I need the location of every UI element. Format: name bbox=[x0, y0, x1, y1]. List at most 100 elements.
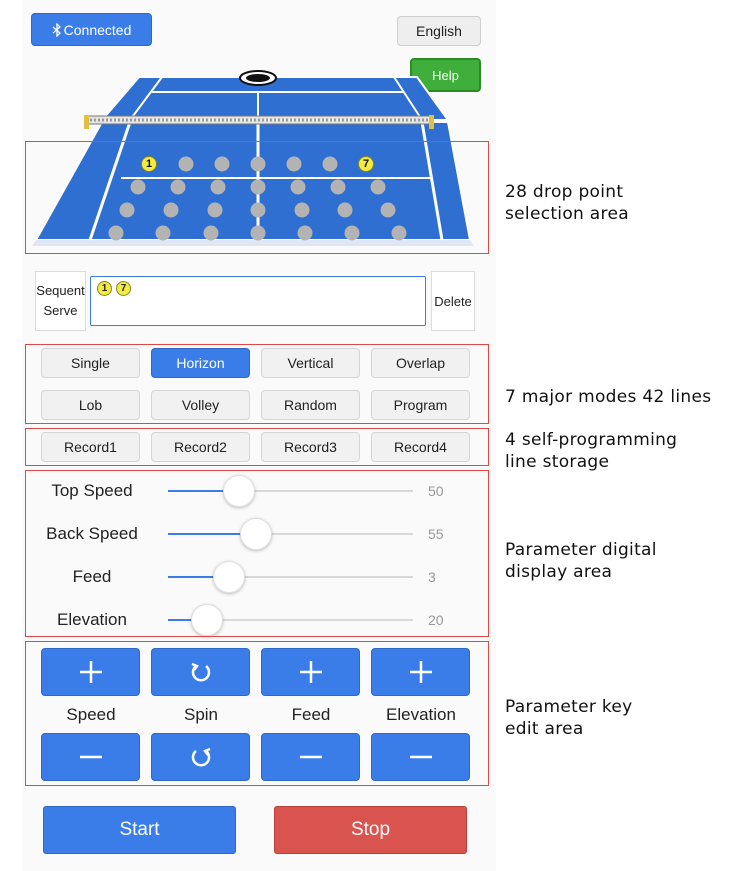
plus-icon bbox=[299, 661, 322, 683]
start-button[interactable]: Start bbox=[43, 806, 236, 854]
back-speed-value: 55 bbox=[428, 526, 444, 542]
drop-point[interactable] bbox=[290, 179, 306, 195]
drop-point[interactable] bbox=[380, 202, 396, 218]
drop-point[interactable] bbox=[370, 179, 386, 195]
drop-point[interactable] bbox=[322, 156, 338, 172]
drop-point[interactable] bbox=[297, 225, 313, 241]
stop-button[interactable]: Stop bbox=[274, 806, 467, 854]
elevation-slider[interactable] bbox=[168, 604, 413, 636]
slider-fill bbox=[168, 619, 208, 621]
drop-point[interactable] bbox=[108, 225, 124, 241]
drop-point[interactable] bbox=[250, 202, 266, 218]
param-display-annotation-box bbox=[25, 470, 489, 637]
drop-point[interactable] bbox=[294, 202, 310, 218]
slider-thumb[interactable] bbox=[240, 518, 273, 550]
mode-program-button[interactable]: Program bbox=[371, 390, 470, 420]
sequence-chip: 1 bbox=[97, 281, 112, 296]
minus-icon bbox=[409, 755, 432, 759]
slider-fill bbox=[168, 533, 257, 535]
drop-point[interactable] bbox=[337, 202, 353, 218]
annotation-line: 7 major modes 42 lines bbox=[505, 387, 712, 407]
back-speed-slider[interactable] bbox=[168, 518, 413, 550]
mode-random-button[interactable]: Random bbox=[261, 390, 360, 420]
mode-horizon-button[interactable]: Horizon bbox=[151, 348, 250, 378]
param-keys-annotation-box bbox=[25, 641, 489, 786]
rotate-clockwise-icon bbox=[191, 662, 210, 682]
annotation-line: 4 self-programming bbox=[505, 430, 678, 450]
spin-minus-button[interactable] bbox=[151, 733, 250, 781]
sequent-serve-label[interactable]: Sequent Serve bbox=[35, 271, 86, 331]
drop-point-1[interactable]: 1 bbox=[141, 156, 157, 172]
param-keys-annotation: Parameter key edit area bbox=[505, 696, 633, 740]
mode-vertical-button[interactable]: Vertical bbox=[261, 348, 360, 378]
drop-point[interactable] bbox=[391, 225, 407, 241]
record3-button[interactable]: Record3 bbox=[261, 432, 360, 462]
drop-point[interactable] bbox=[130, 179, 146, 195]
elevation-plus-button[interactable] bbox=[371, 648, 470, 696]
top-speed-slider[interactable] bbox=[168, 475, 413, 507]
mode-volley-button[interactable]: Volley bbox=[151, 390, 250, 420]
drop-point[interactable] bbox=[119, 202, 135, 218]
annotation-line: display area bbox=[505, 562, 613, 582]
drop-point[interactable] bbox=[170, 179, 186, 195]
drop-point[interactable] bbox=[250, 156, 266, 172]
sequence-display[interactable]: 1 7 bbox=[90, 276, 426, 326]
mode-lob-button[interactable]: Lob bbox=[41, 390, 140, 420]
drop-point-7[interactable]: 7 bbox=[358, 156, 374, 172]
plus-icon bbox=[409, 661, 432, 683]
annotation-line: 28 drop point bbox=[505, 182, 624, 202]
delete-button[interactable]: Delete bbox=[431, 271, 475, 331]
param-display-annotation: Parameter digital display area bbox=[505, 539, 657, 583]
feed-label: Feed bbox=[72, 567, 112, 586]
elevation-value: 20 bbox=[428, 612, 444, 628]
bluetooth-icon bbox=[52, 22, 61, 37]
elevation-minus-button[interactable] bbox=[371, 733, 470, 781]
drop-point[interactable] bbox=[163, 202, 179, 218]
slider-thumb[interactable] bbox=[213, 561, 246, 593]
feed-key-label: Feed bbox=[291, 705, 331, 724]
drop-point[interactable] bbox=[203, 225, 219, 241]
drop-area-annotation: 28 drop point selection area bbox=[505, 181, 629, 225]
record2-button[interactable]: Record2 bbox=[151, 432, 250, 462]
minus-icon bbox=[299, 755, 322, 759]
language-button[interactable]: English bbox=[397, 16, 481, 46]
drop-point[interactable] bbox=[250, 179, 266, 195]
drop-point[interactable] bbox=[178, 156, 194, 172]
speed-plus-button[interactable] bbox=[41, 648, 140, 696]
drop-point[interactable] bbox=[330, 179, 346, 195]
slider-fill bbox=[168, 490, 240, 492]
feed-slider[interactable] bbox=[168, 561, 413, 593]
record-annotation-box bbox=[25, 428, 489, 466]
slider-thumb[interactable] bbox=[223, 475, 256, 507]
feed-plus-button[interactable] bbox=[261, 648, 360, 696]
feed-minus-button[interactable] bbox=[261, 733, 360, 781]
drop-point[interactable] bbox=[207, 202, 223, 218]
modes-annotation: 7 major modes 42 lines bbox=[505, 386, 711, 408]
elevation-label: Elevation bbox=[57, 610, 127, 629]
record1-button[interactable]: Record1 bbox=[41, 432, 140, 462]
elevation-key-label: Elevation bbox=[386, 705, 456, 724]
spin-plus-button[interactable] bbox=[151, 648, 250, 696]
tennis-court: 1 7 bbox=[22, 60, 496, 260]
slider-thumb[interactable] bbox=[191, 604, 224, 636]
modes-annotation-box bbox=[25, 344, 489, 424]
connected-button[interactable]: Connected bbox=[31, 13, 152, 46]
plus-icon bbox=[79, 661, 102, 683]
top-speed-value: 50 bbox=[428, 483, 444, 499]
mode-overlap-button[interactable]: Overlap bbox=[371, 348, 470, 378]
back-speed-label: Back Speed bbox=[46, 524, 138, 543]
drop-point[interactable] bbox=[210, 179, 226, 195]
drop-point[interactable] bbox=[286, 156, 302, 172]
drop-point[interactable] bbox=[250, 225, 266, 241]
annotation-line: selection area bbox=[505, 204, 629, 224]
mode-single-button[interactable]: Single bbox=[41, 348, 140, 378]
speed-minus-button[interactable] bbox=[41, 733, 140, 781]
minus-icon bbox=[79, 755, 102, 759]
drop-point[interactable] bbox=[155, 225, 171, 241]
annotation-line: line storage bbox=[505, 452, 610, 472]
sequent-serve-line2: Serve bbox=[43, 303, 78, 318]
annotation-line: Parameter digital bbox=[505, 540, 657, 560]
drop-point[interactable] bbox=[214, 156, 230, 172]
drop-point[interactable] bbox=[344, 225, 360, 241]
record4-button[interactable]: Record4 bbox=[371, 432, 470, 462]
